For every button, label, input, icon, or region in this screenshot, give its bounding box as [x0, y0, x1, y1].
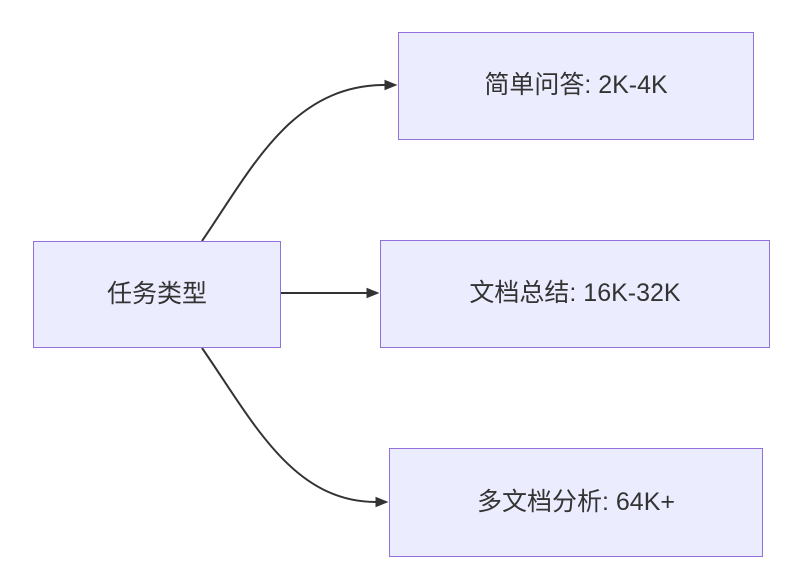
- node-multi-doc-label: 多文档分析: 64K+: [477, 487, 675, 516]
- node-task-type: 任务类型: [33, 241, 281, 348]
- node-simple-qa-label: 简单问答: 2K-4K: [484, 71, 668, 100]
- node-doc-summary-label: 文档总结: 16K-32K: [469, 279, 681, 308]
- node-simple-qa: 简单问答: 2K-4K: [398, 32, 754, 140]
- edge-task-to-multi-doc: [201, 347, 389, 508]
- node-task-type-label: 任务类型: [106, 279, 207, 308]
- node-doc-summary: 文档总结: 16K-32K: [380, 240, 770, 348]
- edge-task-to-simple-qa: [201, 79, 398, 242]
- node-multi-doc: 多文档分析: 64K+: [389, 448, 763, 557]
